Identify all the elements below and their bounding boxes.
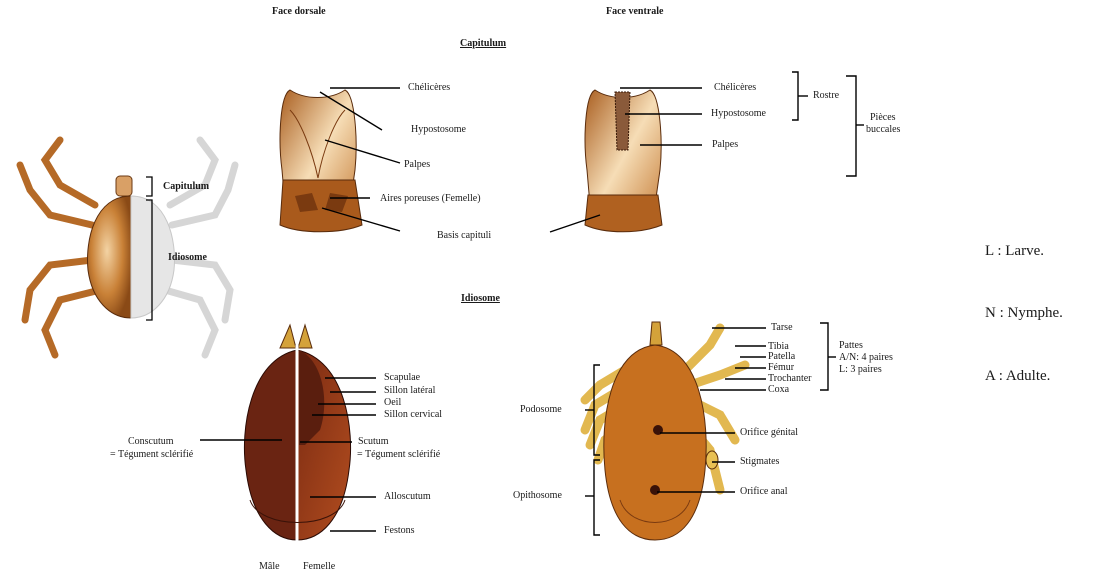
label-festons: Festons xyxy=(384,525,415,536)
label-trochanter: Trochanter xyxy=(768,373,812,384)
label-buccales: buccales xyxy=(866,124,900,135)
label-scutum-def: = Tégument sclérifié xyxy=(357,449,440,460)
label-basis-capituli: Basis capituli xyxy=(437,230,491,241)
label-hypostome-dorsal: Hypostosome xyxy=(411,124,466,135)
label-hypostome-ventral: Hypostosome xyxy=(711,108,766,119)
label-orifice-genital: Orifice génital xyxy=(740,427,798,438)
legend-larve: L : Larve. xyxy=(985,243,1044,260)
label-pattes-an: A/N: 4 paires xyxy=(839,352,893,363)
label-alloscutum: Alloscutum xyxy=(384,491,431,502)
label-chelicerae-dorsal: Chélicères xyxy=(408,82,450,93)
whole-capitulum-label: Capitulum xyxy=(163,181,209,192)
section-capitulum: Capitulum xyxy=(460,38,506,49)
label-conscutum-def: = Tégument sclérifié xyxy=(110,449,193,460)
label-pattes: Pattes xyxy=(839,340,863,351)
label-sillon-cervical: Sillon cervical xyxy=(384,409,442,420)
label-oeil: Oeil xyxy=(384,397,401,408)
capitulum-dorsal-illustration xyxy=(280,90,362,232)
label-palps-dorsal: Palpes xyxy=(404,159,430,170)
label-rostre: Rostre xyxy=(813,90,839,101)
header-dorsal: Face dorsale xyxy=(272,6,326,17)
legend-adulte: A : Adulte. xyxy=(985,368,1050,385)
label-pattes-l: L: 3 paires xyxy=(839,364,882,375)
label-podosome: Podosome xyxy=(520,404,562,415)
label-female: Femelle xyxy=(303,561,335,572)
label-scutum: Scutum xyxy=(358,436,389,447)
label-coxa: Coxa xyxy=(768,384,789,395)
capitulum-ventral-illustration xyxy=(585,90,662,232)
idiosome-dorsal-illustration xyxy=(244,325,350,545)
label-tarse: Tarse xyxy=(771,322,793,333)
whole-idiosome-label: Idiosome xyxy=(168,252,207,263)
whole-tick-illustration xyxy=(20,140,235,355)
label-porose-areas: Aires poreuses (Femelle) xyxy=(380,193,481,204)
section-idiosome: Idiosome xyxy=(461,293,500,304)
header-ventral: Face ventrale xyxy=(606,6,663,17)
label-opithosome: Opithosome xyxy=(513,490,562,501)
label-femur: Fémur xyxy=(768,362,794,373)
label-scapulae: Scapulae xyxy=(384,372,420,383)
label-conscutum: Conscutum xyxy=(128,436,174,447)
idiosome-ventral-illustration xyxy=(585,322,745,540)
legend-nymphe: N : Nymphe. xyxy=(985,305,1063,322)
label-male: Mâle xyxy=(259,561,280,572)
label-chelicerae-ventral: Chélicères xyxy=(714,82,756,93)
label-palps-ventral: Palpes xyxy=(712,139,738,150)
label-stigmates: Stigmates xyxy=(740,456,779,467)
label-pieces: Pièces xyxy=(870,112,896,123)
label-patella: Patella xyxy=(768,351,795,362)
label-orifice-anal: Orifice anal xyxy=(740,486,787,497)
label-sillon-lateral: Sillon latéral xyxy=(384,385,435,396)
